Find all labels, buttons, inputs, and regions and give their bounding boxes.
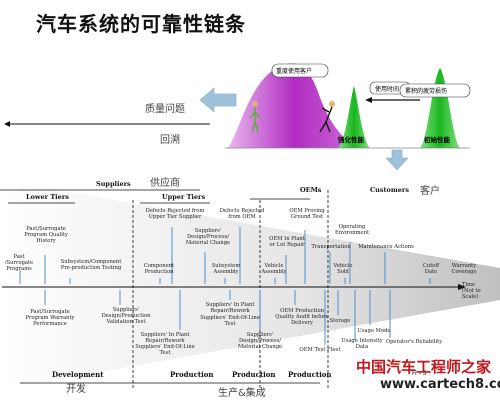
pushing-figure-icon — [329, 101, 335, 107]
time-axis-label: Time (Not to Scale) — [462, 282, 481, 300]
bubble-customer — [271, 63, 329, 78]
event-lot-repair: OEM In Plant or Lot Repair — [269, 236, 305, 248]
event-cutoff-date: Cutoff Date — [422, 263, 440, 275]
watermark-url: www.cartech8.com — [380, 377, 500, 392]
standing-figure-icon — [252, 101, 258, 107]
page-title: 汽车系统的可靠性链条 — [36, 12, 246, 36]
event-arrows-above — [19, 227, 431, 284]
event-test-fleet: OEM Test Fleet — [299, 347, 341, 353]
customers-label: Customers — [370, 186, 409, 194]
event-operator-reliability: Operator's Reliability — [385, 339, 443, 345]
event-subsystem-assembly: Subsystem Assembly — [211, 263, 241, 275]
event-storage: Storage — [329, 318, 351, 324]
quality-issue-label: 质量问题 — [145, 104, 185, 115]
event-usage-mode: Usage Mode — [357, 328, 391, 334]
development-cn-label: 开发 — [66, 384, 86, 395]
bubble-customer-text: 重度使用客户 — [276, 68, 313, 75]
initial-label: 初始性能 — [424, 136, 450, 144]
production-cn-label: 生产&集成 — [218, 388, 266, 399]
down-arrow-icon — [385, 149, 409, 171]
event-design-change-upper: Suppliers' Design/Process/ Material Chan… — [185, 228, 231, 246]
customers-cn-label: 客户 — [420, 186, 440, 197]
event-inplant-repair-lower: Suppliers' In Plant Repair/Rework Suppli… — [135, 332, 195, 356]
production-label-1: Production — [170, 370, 214, 379]
event-preproduction-testing: Subsystem/Component Pre-production Testi… — [60, 259, 122, 271]
event-proving-ground: OEM Proving Ground Test — [289, 208, 325, 220]
production-label-2: Production — [232, 370, 276, 379]
development-label: Development — [52, 370, 104, 379]
strength-label: 强化性能 — [338, 136, 364, 144]
event-warranty-coverage: Warranty Coverage — [451, 263, 477, 275]
lower-tiers-label: Lower Tiers — [26, 193, 69, 201]
page-number: Fi - 5 — [412, 370, 427, 377]
suppliers-cn-label: 供应商 — [150, 178, 180, 189]
event-validation-test: Suppliers' Design/Production Validation … — [101, 307, 151, 325]
initial-distribution-curve-left — [338, 86, 370, 148]
event-component-production: Component Production — [143, 263, 175, 275]
event-maintenance: Maintenance Actions — [358, 244, 414, 250]
event-transportation: Transportation — [311, 244, 351, 250]
event-past-programs: Past /Surrogate Programs — [4, 254, 34, 272]
event-warranty-performance: Past/Surrogate Program Warranty Performa… — [25, 309, 75, 327]
production-label-3: Production — [288, 370, 332, 379]
event-vehicle-sold: Vehicle Sold — [333, 263, 353, 275]
backtrack-arrow-icon — [4, 121, 10, 127]
reliability-funnel — [0, 180, 500, 390]
event-inplant-repair-upper: Suppliers' In Plant Repair/Rework — [205, 302, 255, 314]
event-vehicle-assembly: Vehicle Assembly — [261, 263, 287, 275]
quality-issue-arrow-icon — [199, 87, 237, 113]
time-axis-arrow-icon — [458, 284, 466, 290]
watermark-cn: 中国汽车工程师之家 — [356, 358, 492, 376]
event-audit-before-delivery: OEM Production Quality Audit before Deli… — [275, 308, 329, 326]
bubble-fatigue — [399, 83, 471, 98]
event-eol-test-upper: Suppliers' End-Of-Line Test — [200, 315, 260, 327]
event-design-change-lower: Suppliers' Design/Process/ Material Chan… — [237, 332, 283, 350]
event-operating-environment: Operating Environment — [334, 224, 370, 236]
event-defects-oem: Defects Rejected from OEM — [219, 208, 265, 220]
initial-distribution-curve-right — [420, 68, 460, 148]
event-usage-intensity: Usage Intensity Data — [341, 338, 383, 350]
event-arrows-below — [44, 290, 391, 345]
suppliers-label: Suppliers — [96, 180, 131, 188]
event-defects-upper-tier: Defects Rejected from Upper Tier Supplie… — [145, 208, 205, 220]
oems-label: OEMs — [300, 186, 322, 194]
bubble-time-text: 使用时间 — [375, 86, 400, 93]
upper-tiers-label: Upper Tiers — [162, 193, 206, 201]
backtrack-label: 回溯 — [160, 135, 180, 146]
event-quality-history: Past/Surrogate Program Quality History — [24, 226, 68, 244]
bubble-fatigue-text: 累积的疲劳损伤 — [405, 88, 448, 95]
